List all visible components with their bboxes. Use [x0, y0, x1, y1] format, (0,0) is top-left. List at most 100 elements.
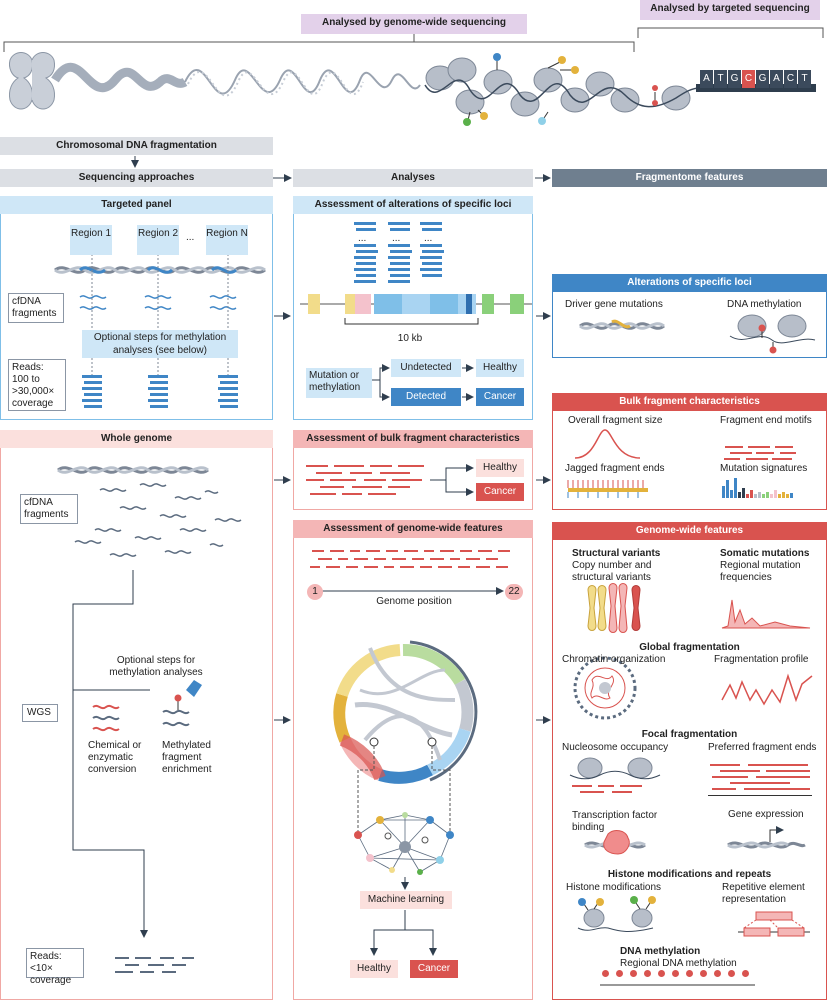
bulk-healthy-label: Healthy	[476, 459, 524, 477]
network-dashed-links	[357, 746, 451, 835]
whole-genome-reads-label: Reads: <10× coverage	[26, 948, 84, 986]
loci-undetected-label: Undetected	[391, 359, 461, 377]
whole-genome-cfdna-fragments	[74, 483, 242, 557]
bulk-cancer-label: Cancer	[476, 483, 524, 501]
bulk-characteristics-title: Bulk fragment characteristics	[552, 393, 827, 411]
ml-network-graph	[354, 812, 454, 875]
transcription-factor-icon	[584, 830, 646, 855]
chromosome-icon	[9, 52, 55, 110]
dna-letter: G	[728, 70, 741, 88]
dna-letter: T	[714, 70, 727, 88]
dna-letter: C	[742, 70, 755, 88]
genome-wide-features-section	[552, 522, 827, 1000]
ml-decision-arrows	[370, 910, 437, 956]
dna-letters: A T G C G A C T	[700, 70, 812, 88]
genome-wide-bracket	[3, 34, 635, 52]
loci-ellipsis-1: ...	[358, 233, 367, 244]
wgs-optional-methylation: Optional steps for methylation analyses	[109, 655, 203, 678]
histone-repeats-title: Histone modifications and repeats	[607, 869, 772, 880]
tf-binding-label: Transcription factor binding	[572, 810, 658, 833]
loci-read-stacks	[354, 222, 444, 283]
whole-genome-title: Whole genome	[0, 430, 273, 448]
methyl-lollipop	[728, 970, 735, 977]
wgs-flow-lines	[72, 570, 150, 938]
targeted-dna-helix	[54, 266, 266, 274]
fragmentome-features-header: Fragmentome features	[552, 169, 827, 187]
bulk-assessment-title: Assessment of bulk fragment characterist…	[293, 430, 533, 448]
targeted-sequencing-label: Analysed by targeted sequencing	[640, 0, 820, 20]
nucleosome-occupancy-icon	[569, 757, 661, 793]
methyl-lollipop	[714, 970, 721, 977]
methyl-lollipop	[686, 970, 693, 977]
loci-ellipsis-2: ...	[392, 233, 401, 244]
overall-size-label: Overall fragment size	[568, 415, 663, 426]
fragmentation-profile-label: Fragmentation profile	[714, 654, 809, 665]
methyl-lollipop	[742, 970, 749, 977]
global-fragmentation-title: Global fragmentation	[639, 642, 740, 653]
histone-mark-icons	[463, 53, 658, 126]
genome-wide-features-title: Genome-wide features	[552, 522, 827, 540]
machine-learning-label: Machine learning	[360, 891, 452, 909]
methyl-lollipop	[644, 970, 651, 977]
dna-methylation-title: DNA methylation	[620, 946, 701, 957]
methyl-lollipop	[672, 970, 679, 977]
dna-letter: A	[700, 70, 713, 88]
jagged-ends-icon	[567, 480, 648, 498]
dna-methylation-label: DNA methylation	[727, 299, 802, 310]
targeted-read-stacks	[82, 375, 238, 408]
low-coverage-reads	[115, 957, 194, 973]
genome-end-marker: 22	[505, 584, 523, 600]
gene-expression-label: Gene expression	[728, 809, 804, 820]
methylated-enrichment-icon	[162, 680, 202, 727]
targeted-optional-methylation: Optional steps for methylation analyses …	[82, 330, 238, 358]
scale-label: 10 kb	[397, 333, 423, 344]
mutation-signatures-label: Mutation signatures	[720, 463, 808, 474]
structural-variants-sub: Copy number and structural variants	[572, 560, 652, 583]
region-2-label: Region 2	[137, 225, 179, 255]
histone-modifications-label: Histone modifications	[566, 882, 662, 893]
methylation-lollipops	[600, 970, 760, 986]
fragment-end-motif-bars	[724, 446, 796, 460]
focal-fragmentation-title: Focal fragmentation	[641, 729, 738, 740]
histone-modifications-icon	[577, 896, 656, 932]
structural-variants-title: Structural variants	[572, 548, 661, 559]
dna-letter: C	[784, 70, 797, 88]
genome-start-marker: 1	[307, 584, 323, 600]
dna-letter: A	[770, 70, 783, 88]
sequencing-approaches-header: Sequencing approaches	[0, 169, 273, 187]
region-1-label: Region 1	[70, 225, 112, 255]
methyl-lollipop	[616, 970, 623, 977]
targeted-bracket	[637, 27, 824, 38]
genome-wide-assessment-title: Assessment of genome-wide features	[293, 520, 533, 538]
methyl-lollipop	[658, 970, 665, 977]
loci-ellipsis-3: ...	[424, 233, 433, 244]
preferred-fragment-ends-icon	[708, 764, 812, 796]
methyl-lollipop	[700, 970, 707, 977]
end-motifs-label: Fragment end motifs	[720, 415, 812, 426]
somatic-mutations-title: Somatic mutations	[720, 548, 810, 559]
loci-detected-label: Detected	[391, 388, 461, 406]
methyl-lollipop	[630, 970, 637, 977]
mutation-signature-bars	[722, 478, 793, 498]
chromosomal-fragmentation-header: Chromosomal DNA fragmentation	[0, 137, 273, 155]
repetitive-element-label: Repetitive element representation	[722, 882, 805, 905]
bulk-fragment-lines	[306, 465, 424, 495]
structural-variant-chromosomes-icon	[587, 583, 641, 633]
dna-letter: T	[798, 70, 811, 88]
methyl-lollipop	[602, 970, 609, 977]
targeted-reads-label: Reads: 100 to >30,000× coverage	[8, 359, 66, 411]
dna-sequence-bar	[696, 84, 816, 92]
genome-wide-sequencing-label: Analysed by genome-wide sequencing	[301, 14, 527, 34]
fragment-size-curve	[574, 429, 641, 459]
loci-decision-arrows	[372, 364, 474, 401]
targeted-cfdna-label: cfDNA fragments	[8, 293, 64, 323]
gene-expression-icon	[727, 826, 806, 849]
loci-assessment-title: Assessment of alterations of specific lo…	[293, 196, 533, 214]
ml-healthy-label: Healthy	[350, 960, 398, 978]
chromatin-organization-label: Chromatin organization	[562, 654, 666, 665]
targeted-panel-title: Targeted panel	[0, 196, 273, 214]
dna-methylation-icon	[729, 314, 816, 354]
genome-wide-assessment-section	[293, 520, 533, 1000]
genome-wide-fragment-lines	[310, 550, 510, 568]
